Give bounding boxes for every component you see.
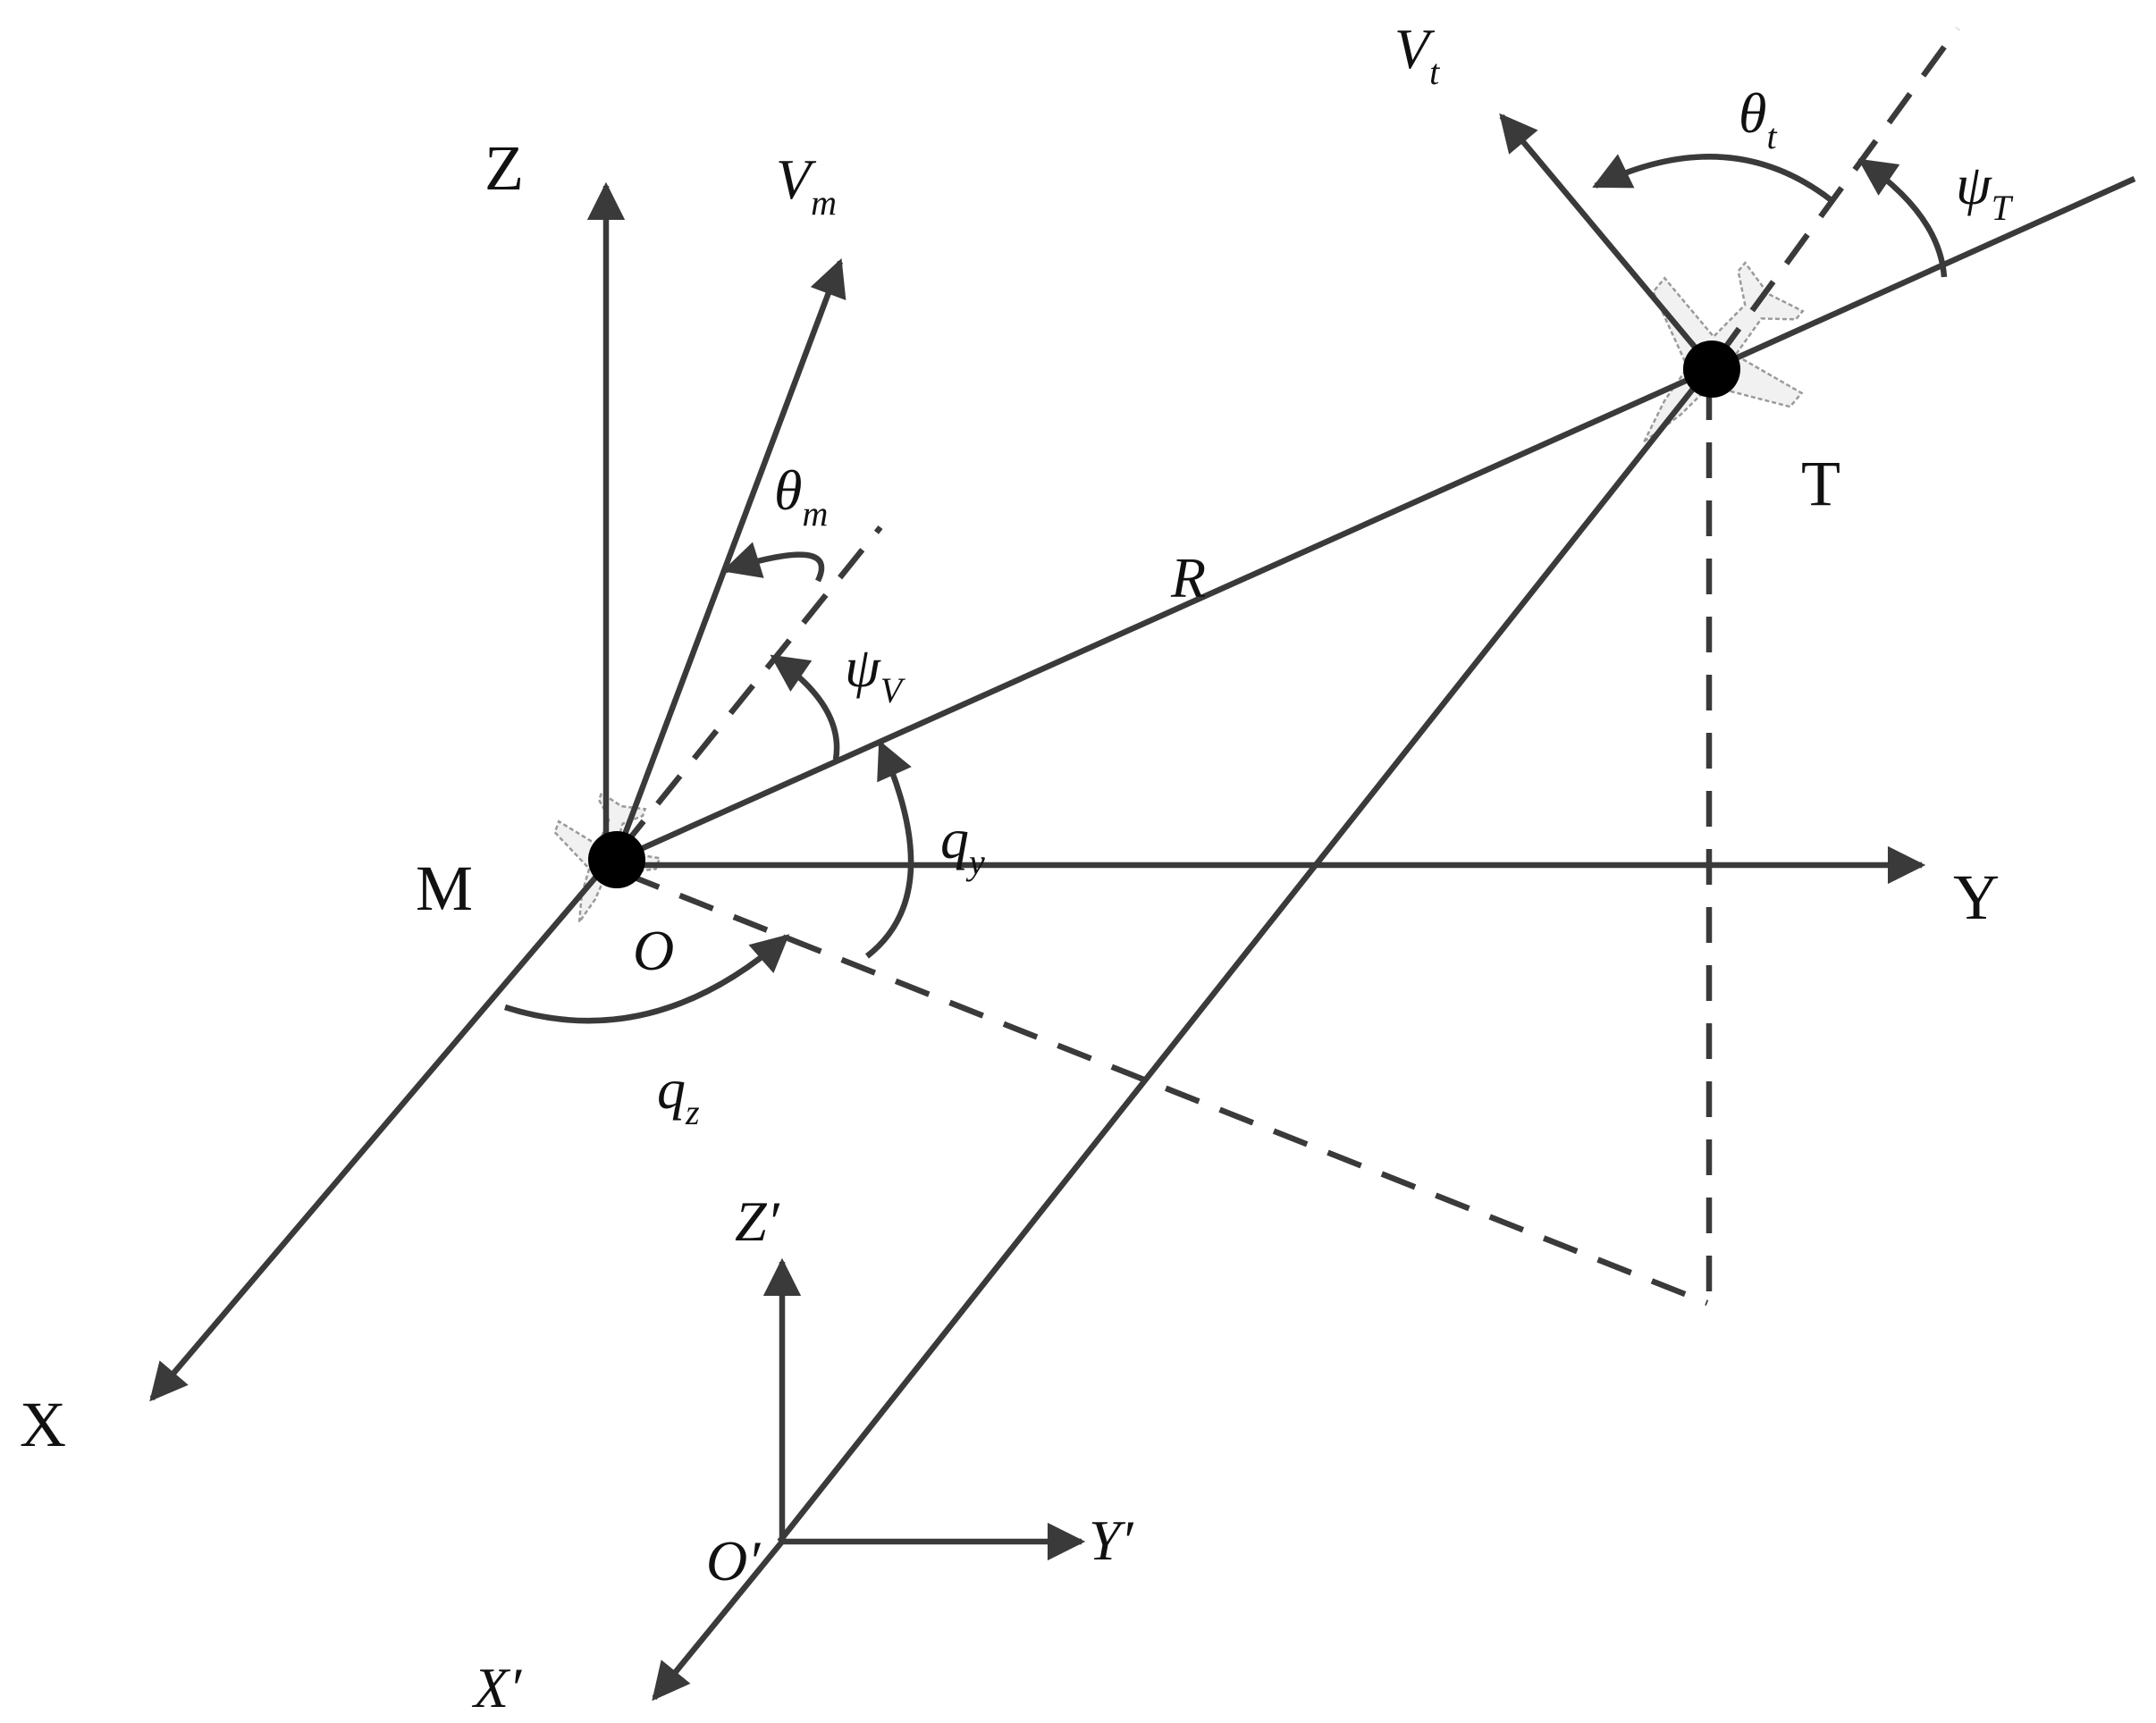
x-prime-axis-label: X′ xyxy=(471,1656,522,1719)
los-extension xyxy=(1710,176,2136,372)
q-z-angle-arc xyxy=(504,934,790,1024)
theta-t-label: θt xyxy=(1739,81,1777,156)
ground-origin-to-target-line xyxy=(777,368,1710,1544)
x-prime-axis xyxy=(652,1539,785,1702)
range-label: R xyxy=(1170,546,1206,609)
x-axis-label: X xyxy=(20,1389,66,1460)
theta-t-angle-arc xyxy=(1592,154,1835,204)
target-velocity-vector xyxy=(1499,113,1710,365)
theta-m-angle-arc xyxy=(721,542,825,583)
missile-velocity-projection xyxy=(619,525,883,852)
q-z-label: qz xyxy=(657,1057,700,1132)
target-velocity-projection xyxy=(1715,27,1960,359)
line-of-sight-r xyxy=(615,366,1714,862)
theta-m-label: θm xyxy=(774,458,828,534)
missile-label: M xyxy=(416,853,473,924)
target-label: T xyxy=(1801,448,1840,519)
los-horizontal-projection xyxy=(624,870,1709,1307)
psi-v-angle-arc xyxy=(770,654,840,761)
psi-t-angle-arc xyxy=(1857,158,1948,278)
psi-t-label: ψT xyxy=(1956,153,2014,228)
y-axis-label: Y xyxy=(1953,862,2000,933)
q-y-label: qy xyxy=(940,807,985,882)
z-prime-axis-label: Z′ xyxy=(735,1189,780,1253)
q-y-angle-arc xyxy=(865,740,914,959)
missile-velocity-vector xyxy=(611,258,846,862)
z-axis-label: Z xyxy=(484,132,524,204)
target-point xyxy=(1683,340,1740,398)
target-velocity-label: Vt xyxy=(1394,17,1440,92)
origin-label: O xyxy=(633,919,674,982)
ground-origin-label: O′ xyxy=(706,1529,761,1593)
y-prime-axis-label: Y′ xyxy=(1089,1509,1134,1572)
missile-velocity-label: Vm xyxy=(776,147,837,223)
x-axis xyxy=(149,862,609,1402)
missile-point xyxy=(588,831,645,888)
psi-v-label: ψV xyxy=(845,635,906,710)
